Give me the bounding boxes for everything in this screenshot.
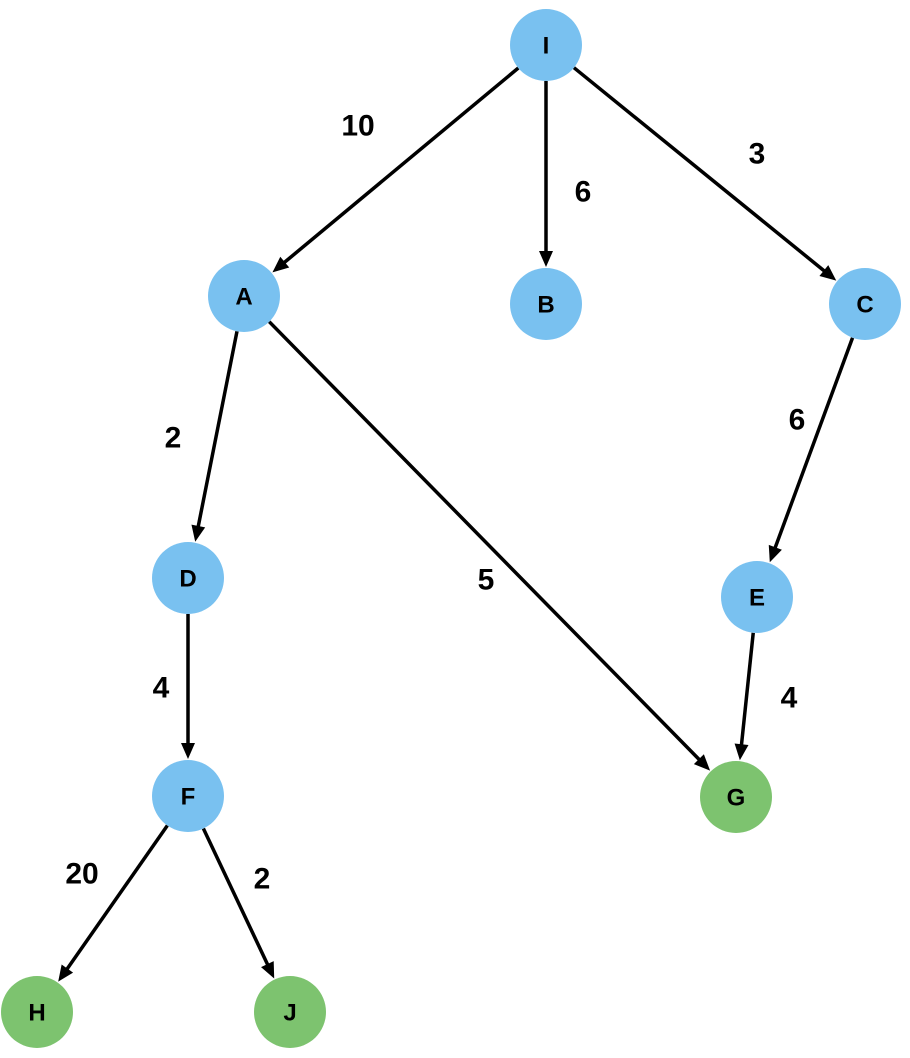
- edge-F-H: [58, 824, 169, 982]
- arrow-head-icon: [819, 265, 837, 281]
- edge-weight-label-C-E: 6: [789, 404, 806, 437]
- edge-weight-label-I-C: 3: [749, 138, 766, 171]
- edge-weight-label-F-J: 2: [254, 863, 271, 896]
- node-label: C: [856, 292, 873, 319]
- node-A: A: [208, 260, 280, 332]
- edge-weight-label-I-A: 10: [341, 110, 374, 143]
- edge-A-D: [191, 330, 239, 542]
- node-label: B: [537, 292, 554, 319]
- edge-labels-layer: 10 6 3 2 5 6 4 4 20 2: [65, 110, 805, 896]
- edge-line: [282, 66, 520, 265]
- node-circle: [152, 760, 224, 832]
- arrow-head-icon: [272, 256, 290, 273]
- edge-I-C: [572, 66, 837, 281]
- edge-D-F: [181, 614, 195, 759]
- node-circle: [829, 268, 901, 340]
- edge-weight-label-I-B: 6: [575, 176, 592, 209]
- edge-weight-label-F-H: 20: [65, 858, 98, 891]
- edge-line: [739, 632, 755, 747]
- arrow-head-icon: [734, 743, 749, 761]
- edge-weight-label-E-G: 4: [781, 682, 798, 715]
- edge-I-A: [272, 66, 520, 273]
- node-label: J: [283, 1000, 296, 1027]
- node-circle: [700, 761, 772, 833]
- node-label: I: [543, 33, 550, 60]
- edge-I-B: [539, 81, 553, 267]
- node-circle: [254, 976, 326, 1048]
- node-circle: [208, 260, 280, 332]
- node-label: F: [181, 784, 196, 811]
- node-label: G: [727, 785, 746, 812]
- node-circle: [721, 561, 793, 633]
- node-label: H: [28, 1000, 45, 1027]
- arrow-head-icon: [181, 743, 195, 759]
- node-circle: [1, 976, 73, 1048]
- edge-E-G: [734, 632, 755, 761]
- edge-C-E: [768, 337, 855, 563]
- edge-line: [572, 66, 827, 274]
- edges-layer: [58, 66, 855, 982]
- edge-line: [196, 330, 239, 529]
- arrow-head-icon: [58, 964, 74, 982]
- node-H: H: [1, 976, 73, 1048]
- node-J: J: [254, 976, 326, 1048]
- edge-line: [772, 337, 855, 550]
- edge-line: [64, 824, 169, 972]
- edge-weight-label-A-D: 2: [165, 422, 182, 455]
- edge-line: [267, 320, 702, 762]
- edge-weight-label-D-F: 4: [153, 672, 170, 705]
- node-I: I: [510, 9, 582, 81]
- nodes-layer: I A B C D E F G H J: [1, 9, 901, 1048]
- node-label: A: [235, 284, 252, 311]
- arrow-head-icon: [693, 754, 711, 771]
- arrow-head-icon: [191, 524, 206, 542]
- node-D: D: [152, 542, 224, 614]
- edge-F-J: [201, 827, 275, 979]
- node-label: E: [749, 585, 765, 612]
- node-label: D: [179, 566, 196, 593]
- node-circle: [510, 9, 582, 81]
- edge-weight-label-A-G: 5: [478, 564, 495, 597]
- arrow-head-icon: [768, 544, 782, 563]
- node-G: G: [700, 761, 772, 833]
- node-circle: [152, 542, 224, 614]
- node-F: F: [152, 760, 224, 832]
- arrow-head-icon: [539, 251, 553, 267]
- edge-A-G: [267, 320, 711, 771]
- edge-line: [201, 827, 270, 967]
- node-C: C: [829, 268, 901, 340]
- arrow-head-icon: [261, 961, 275, 979]
- node-E: E: [721, 561, 793, 633]
- node-circle: [510, 268, 582, 340]
- node-B: B: [510, 268, 582, 340]
